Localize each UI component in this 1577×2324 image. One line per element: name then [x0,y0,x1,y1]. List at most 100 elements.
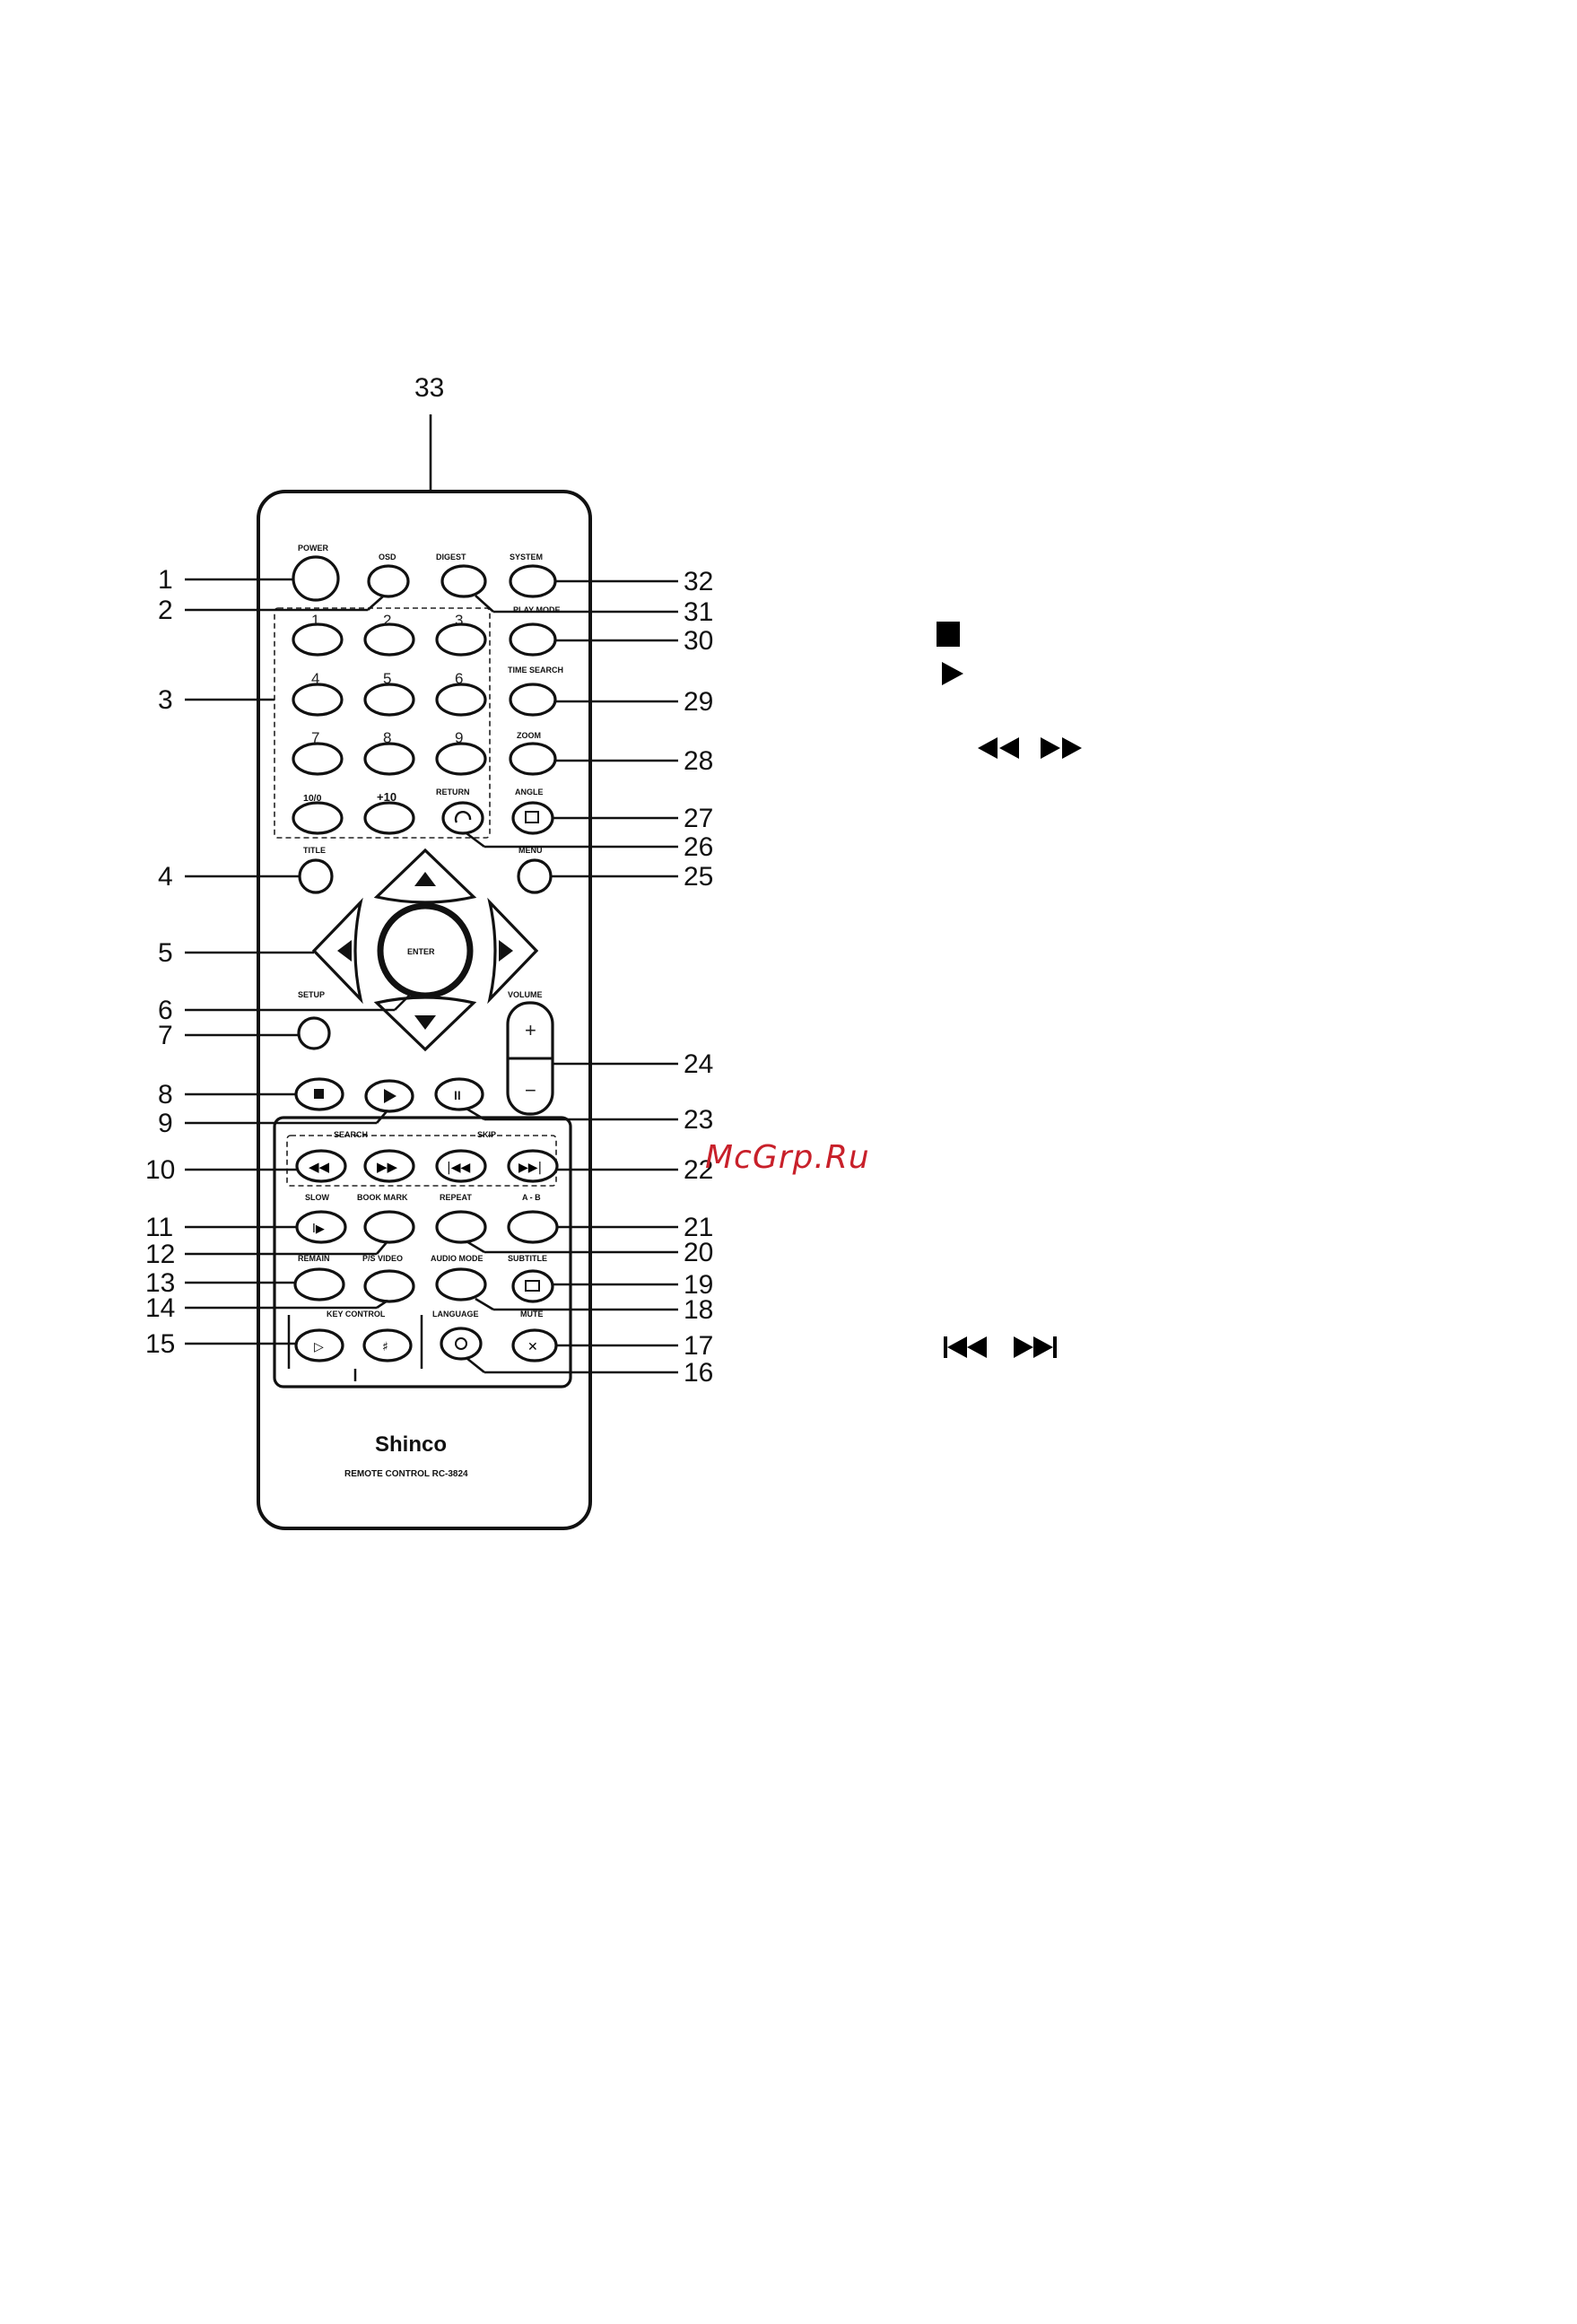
subtitle-button[interactable] [511,1269,554,1303]
title-button[interactable] [298,858,334,894]
digest-label: DIGEST [436,553,466,561]
enter-label: ENTER [407,947,435,956]
system-button[interactable] [509,564,557,598]
plus-ten-button[interactable] [363,801,415,835]
watermark: McGrp.Ru [705,1139,870,1176]
callout-22: 22 [684,1155,713,1185]
ten-zero-button[interactable] [292,801,344,835]
remain-button[interactable] [293,1267,345,1301]
return-label: RETURN [436,788,470,796]
volume-label: VOLUME [508,990,543,999]
digit-8-button[interactable] [363,742,415,776]
slow-icon: I▶ [312,1223,325,1236]
fast-forward-icon [1041,737,1082,759]
play-button-icon [384,1089,396,1103]
angle-icon [525,811,539,823]
digit-label-2: 2 [383,612,391,629]
skip-prev-button[interactable] [435,1149,487,1183]
callout-19: 19 [684,1270,713,1300]
down-arrow-icon [414,1015,436,1030]
skip-next-button[interactable] [507,1149,559,1183]
digest-button[interactable] [440,564,487,598]
digit-2-button[interactable] [363,622,415,657]
remain-label: REMAIN [298,1254,330,1263]
return-button[interactable] [441,801,484,835]
callout-26: 26 [684,832,713,862]
callout-23: 23 [684,1105,713,1135]
digit-label-1: 1 [311,612,319,629]
digit-label-5: 5 [383,670,391,687]
zoom-label: ZOOM [517,731,541,740]
audio-mode-label: AUDIO MODE [431,1254,484,1263]
rewind-button-icon: ◀◀ [309,1159,330,1175]
digit-1-button[interactable] [292,622,344,657]
language-button[interactable] [440,1327,483,1361]
digit-label-9: 9 [455,729,463,746]
ab-button[interactable] [507,1210,559,1244]
setup-button[interactable] [297,1016,331,1050]
audio-mode-button[interactable] [435,1267,487,1301]
callout-24: 24 [684,1049,713,1079]
callout-29: 29 [684,687,713,717]
language-label: LANGUAGE [432,1310,479,1319]
callout-17: 17 [684,1331,713,1361]
callout-8: 8 [158,1080,173,1110]
enter-button[interactable] [377,902,474,999]
up-arrow-icon [414,872,436,886]
setup-label: SETUP [298,990,325,999]
menu-button[interactable] [517,858,553,894]
callout-15: 15 [145,1329,175,1359]
skip-next-button-icon: ▶▶| [518,1161,542,1175]
subtitle-icon [525,1280,540,1292]
digit-5-button[interactable] [363,683,415,717]
volume-plus-label: + [525,1019,536,1041]
digit-9-button[interactable] [435,742,487,776]
ten-zero-label: 10/0 [303,793,322,804]
repeat-label: REPEAT [440,1193,472,1202]
menu-label: MENU [518,846,543,855]
digit-label-8: 8 [383,729,391,746]
digit-4-button[interactable] [292,683,344,717]
callout-7: 7 [158,1021,173,1050]
brand-logo: Shinco [375,1432,447,1457]
slow-label: SLOW [305,1193,330,1202]
power-button[interactable] [292,555,340,602]
callout-1: 1 [158,565,173,595]
callout-32: 32 [684,567,713,596]
digit-6-button[interactable] [435,683,487,717]
callout-14: 14 [145,1293,175,1323]
callout-13: 13 [145,1268,175,1298]
digit-7-button[interactable] [292,742,344,776]
repeat-button[interactable] [435,1210,487,1244]
digit-3-button[interactable] [435,622,487,657]
play-mode-button[interactable] [509,622,557,657]
callout-30: 30 [684,626,713,656]
rewind-button[interactable] [295,1149,347,1183]
callout-33: 33 [414,373,444,403]
zoom-button[interactable] [509,742,557,776]
key-up-button[interactable] [294,1328,344,1362]
key-control-label: KEY CONTROL [327,1310,386,1319]
angle-label: ANGLE [515,788,544,796]
angle-button[interactable] [511,801,554,835]
key-down-button[interactable] [362,1328,413,1362]
callout-10: 10 [145,1155,175,1185]
number-pad-outline [274,607,491,839]
pause-button[interactable] [434,1077,484,1111]
key-control-bracket [287,1315,423,1381]
osd-button[interactable] [367,564,410,598]
ab-label: A - B [522,1193,541,1202]
callout-25: 25 [684,862,713,892]
time-search-button[interactable] [509,683,557,717]
pvideo-button[interactable] [363,1269,415,1303]
skip-prev-icon [944,1336,987,1358]
stop-button-icon [314,1089,324,1099]
skip-prev-button-icon: |◀◀ [447,1161,470,1175]
return-icon [454,811,472,823]
callout-2: 2 [158,596,173,625]
bookmark-label: BOOK MARK [357,1193,408,1202]
fast-forward-button[interactable] [363,1149,415,1183]
callout-4: 4 [158,862,173,892]
bookmark-button[interactable] [363,1210,415,1244]
callout-11: 11 [145,1213,173,1242]
